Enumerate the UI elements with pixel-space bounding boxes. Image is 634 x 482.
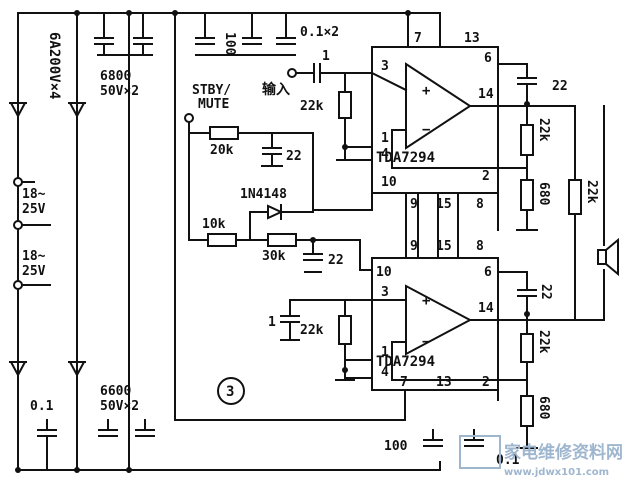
r680-top-label: 680 xyxy=(536,182,551,206)
bridge-diode-top-left xyxy=(9,89,27,151)
ic-top-pin-4: 4 xyxy=(381,147,389,162)
circle-marker xyxy=(217,377,245,405)
cap-100-bottom-label: 100 xyxy=(384,439,408,454)
ac-input-1 xyxy=(13,177,51,230)
ic-bottom-name: TDA7294 xyxy=(376,354,435,370)
cap-0-1-bottom-left-label: 0.1 xyxy=(30,399,54,414)
input-label: 输入 xyxy=(262,81,290,98)
r22k-right-label: 22k xyxy=(584,180,599,204)
bridge-output xyxy=(568,105,605,321)
opamp-bottom-minus: − xyxy=(422,334,430,350)
cap-0-1x2-label: 0.1×2 xyxy=(300,25,339,40)
ac1-voltage-bottom: 25V xyxy=(22,202,46,217)
ic-top-name: TDA7294 xyxy=(376,150,435,166)
watermark-text: 家电维修资料网 xyxy=(504,442,623,463)
filter-caps-bottom xyxy=(37,419,484,471)
ic-bottom-pin-2: 2 xyxy=(482,375,490,390)
ac-input-2 xyxy=(13,280,51,290)
bridge-diode-bottom-right xyxy=(68,361,86,378)
ic-bottom-pin-14: 14 xyxy=(478,301,494,316)
ic-bottom-pin-1: 1 xyxy=(381,345,389,360)
ic-top-pin-6: 6 xyxy=(484,51,492,66)
ic-bottom-pin-6: 6 xyxy=(484,265,492,280)
ic-bottom-wiring xyxy=(280,271,605,449)
cap-1-input-label: 1 xyxy=(322,49,330,64)
bridge-diode-top-right xyxy=(68,102,86,119)
ic-top-pin-2: 2 xyxy=(482,169,490,184)
c1-bottom-label: 1 xyxy=(268,315,276,330)
cap-6800-rating-label: 50V×2 xyxy=(100,84,139,99)
ground-symbols xyxy=(261,159,538,449)
ic-bottom-pin-8: 8 xyxy=(476,239,484,254)
cap-100-top-label: 100 xyxy=(222,32,237,56)
opamp-top-plus: + xyxy=(422,83,430,99)
cap-6800-label: 6800 xyxy=(100,69,131,84)
watermark: 家电维修资料网 www.jdwx101.com xyxy=(459,435,623,478)
c22-out-top-label: 22 xyxy=(552,79,568,94)
power-rails xyxy=(17,12,441,471)
stby-label: STBY/ xyxy=(192,83,231,98)
diode-1n4148-label: 1N4148 xyxy=(240,187,287,202)
ac1-voltage-top: 18~ xyxy=(22,187,46,202)
ic-bottom-body xyxy=(371,257,499,391)
filter-caps-top xyxy=(94,12,296,56)
ic-top-pin-9: 9 xyxy=(410,197,418,212)
r20k-label: 20k xyxy=(210,143,234,158)
speaker-icon xyxy=(597,237,619,277)
ic-top-pin-13: 13 xyxy=(464,31,480,46)
c22-out-bottom-label: 22 xyxy=(538,284,553,300)
ic-top-pin-10: 10 xyxy=(381,175,397,190)
cap-6600-rating-label: 50V×2 xyxy=(100,399,139,414)
r10k-label: 10k xyxy=(202,217,226,232)
r22k-input-bottom-label: 22k xyxy=(300,323,324,338)
cap-6600-label: 6600 xyxy=(100,384,131,399)
ic-top-body xyxy=(371,46,499,194)
diodes-rating-label: 6A200V×4 xyxy=(46,32,62,99)
opamp-top-minus: − xyxy=(422,122,430,138)
bridge-diode-bottom-left xyxy=(9,361,27,378)
r22k-fb-bottom-label: 22k xyxy=(536,330,551,354)
ic-top-pin-15: 15 xyxy=(436,197,452,212)
ic-bottom-pin-4: 4 xyxy=(381,365,389,380)
ac2-voltage-top: 18~ xyxy=(22,249,46,264)
r30k-label: 30k xyxy=(262,249,286,264)
mute-label: MUTE xyxy=(198,97,229,112)
ic-bottom-pin-3: 3 xyxy=(381,285,389,300)
c22-mute-label: 22 xyxy=(286,149,302,164)
cap-0-1-bottom-right-label: 0.1 xyxy=(496,453,520,468)
watermark-url: www.jdwx101.com xyxy=(504,467,609,478)
ic-top-pin-3: 3 xyxy=(381,59,389,74)
ic-bottom-pin-10: 10 xyxy=(376,265,392,280)
ic-top-pin-8: 8 xyxy=(476,197,484,212)
ic-top-pin-7: 7 xyxy=(414,31,422,46)
c22-mid-label: 22 xyxy=(328,253,344,268)
ac2-voltage-bottom: 25V xyxy=(22,264,46,279)
ic-bottom-pin-9: 9 xyxy=(410,239,418,254)
r22k-input-top-label: 22k xyxy=(300,99,324,114)
r680-bottom-label: 680 xyxy=(536,396,551,420)
ic-bottom-pin-15: 15 xyxy=(436,239,452,254)
ic-top-wiring xyxy=(295,63,576,231)
r22k-fb-top-label: 22k xyxy=(536,118,551,142)
circle-number: 3 xyxy=(226,384,234,400)
mute-network xyxy=(184,113,373,271)
ic-top-pin-1: 1 xyxy=(381,131,389,146)
ic-top-pin-14: 14 xyxy=(478,87,494,102)
ic-bottom-pin-13: 13 xyxy=(436,375,452,390)
opamp-bottom-plus: + xyxy=(422,293,430,309)
ic-bottom-pin-7: 7 xyxy=(400,375,408,390)
ic-interconnect xyxy=(405,192,459,259)
input-terminal-icon xyxy=(287,68,297,78)
